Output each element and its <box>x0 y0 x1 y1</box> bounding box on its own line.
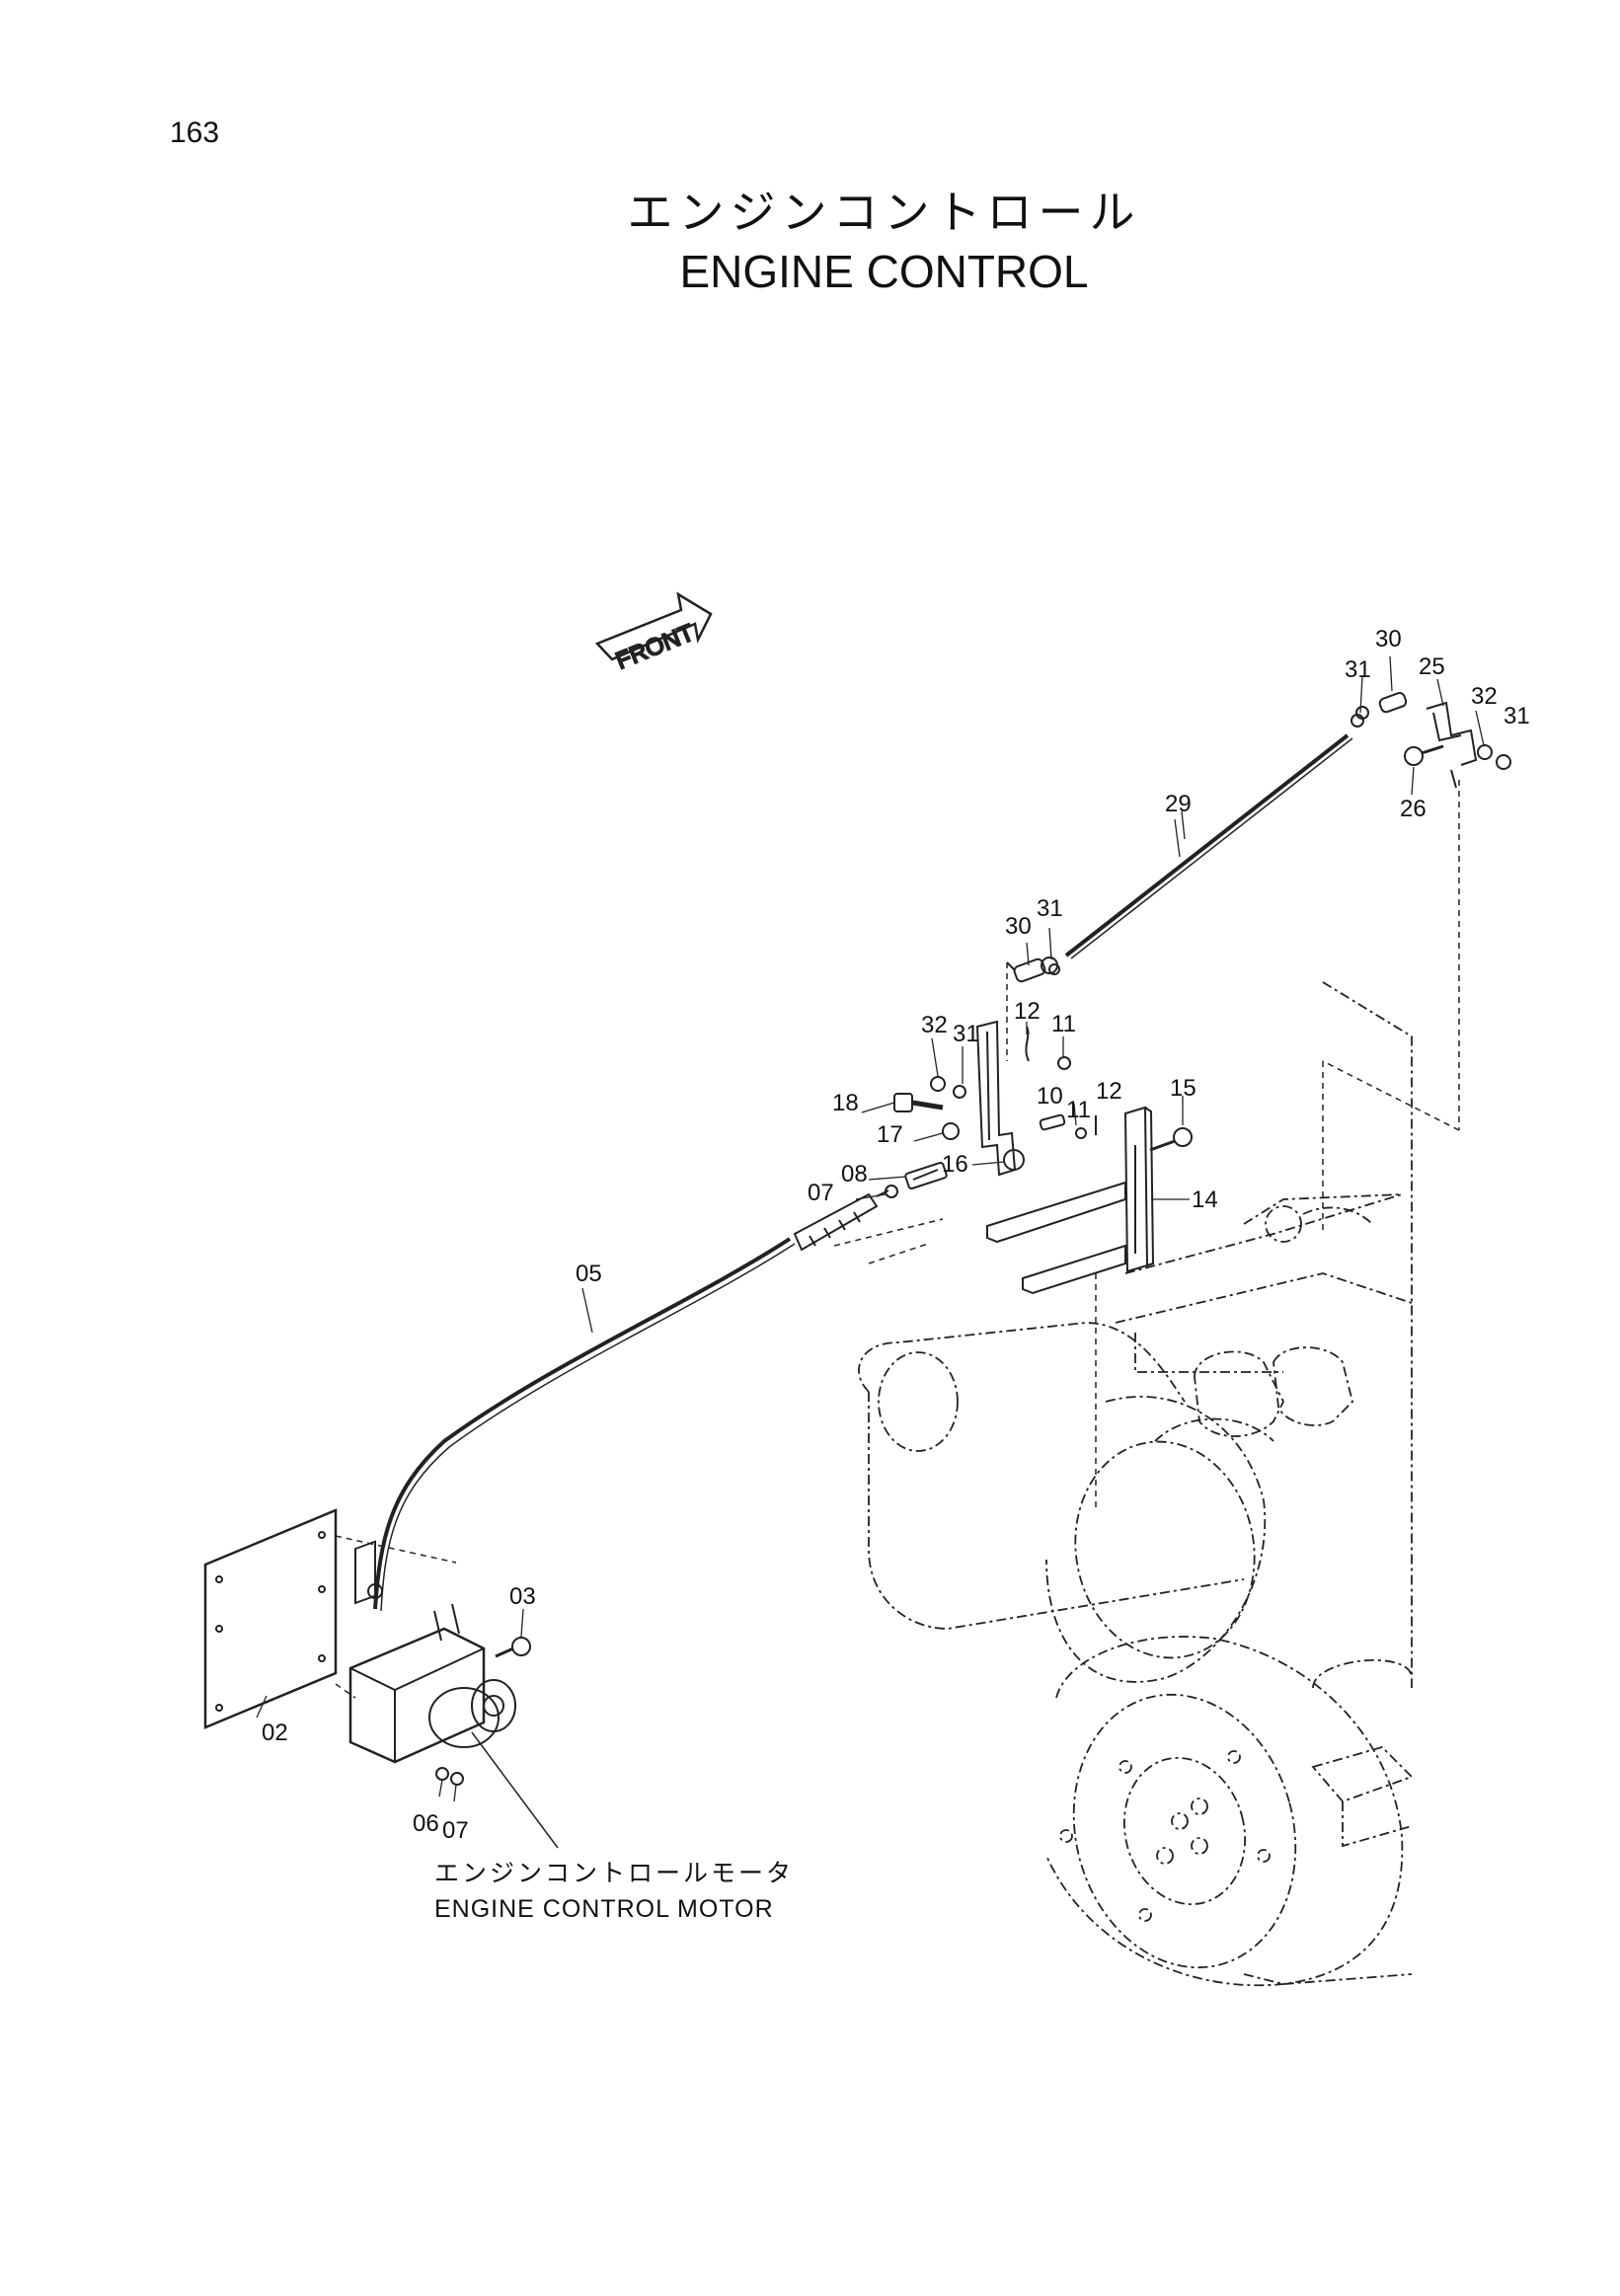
bolt-03 <box>495 1637 531 1658</box>
callout-31-lever: 31 <box>953 1021 979 1047</box>
bracket-25 <box>1426 701 1478 789</box>
callout-25: 25 <box>1419 653 1445 680</box>
callout-12-top: 12 <box>1014 998 1041 1025</box>
callout-17: 17 <box>877 1121 903 1148</box>
callout-26: 26 <box>1400 796 1427 822</box>
page-title: エンジンコントロール ENGINE CONTROL <box>0 183 1620 301</box>
washer-11a <box>1057 1056 1071 1070</box>
page-number: 163 <box>170 116 220 149</box>
front-arrow-icon: FRONT <box>594 591 713 676</box>
callout-16: 16 <box>942 1151 968 1178</box>
nut-31-mid <box>1048 963 1060 975</box>
motor-caption-japanese: エンジンコントロールモータ <box>434 1859 795 1887</box>
callout-30-mid: 30 <box>1005 913 1032 940</box>
motor-caption-english: ENGINE CONTROL MOTOR <box>434 1895 774 1923</box>
nut-31-lever <box>953 1085 966 1099</box>
callout-30-top: 30 <box>1375 626 1402 652</box>
ball-joint-30-upper <box>1355 692 1408 720</box>
callout-07-top: 07 <box>808 1180 834 1206</box>
cotter-pin-12a <box>1025 1026 1030 1062</box>
callout-labels: 30 31 25 32 31 26 29 30 31 32 31 12 11 1… <box>262 626 1530 1844</box>
control-rod-29 <box>1064 733 1353 959</box>
callout-31-mid: 31 <box>1037 895 1063 922</box>
callout-06: 06 <box>413 1810 439 1837</box>
bolt-26 <box>1404 744 1444 766</box>
title-english: ENGINE CONTROL <box>679 246 1089 297</box>
nut-31-top-right <box>1496 754 1511 770</box>
callout-18: 18 <box>832 1090 859 1116</box>
callout-32-top: 32 <box>1471 683 1498 710</box>
callout-15: 15 <box>1170 1075 1196 1102</box>
bracket-14 <box>986 1106 1155 1295</box>
nut-07-bottom <box>450 1772 464 1786</box>
title-japanese: エンジンコントロール <box>627 186 1141 239</box>
callout-11-top: 11 <box>1051 1011 1076 1037</box>
pin-10 <box>1039 1113 1066 1131</box>
collar-16 <box>1003 1149 1025 1171</box>
callout-11-bottom: 11 <box>1066 1097 1091 1123</box>
washer-06 <box>435 1767 449 1781</box>
callout-02: 02 <box>262 1720 288 1746</box>
engine-control-motor <box>348 1540 516 1764</box>
callout-03: 03 <box>509 1583 536 1610</box>
plate-02 <box>203 1508 338 1729</box>
callout-32-mid: 32 <box>921 1012 948 1038</box>
washer-11b <box>1075 1127 1087 1139</box>
bushing-17 <box>942 1122 960 1140</box>
control-cable-05 <box>373 1189 889 1612</box>
bolt-18 <box>893 1093 944 1112</box>
callout-08: 08 <box>841 1161 868 1187</box>
callout-07-bottom: 07 <box>442 1817 469 1844</box>
motor-leader-line <box>471 1731 559 1849</box>
callout-14: 14 <box>1192 1186 1218 1213</box>
callout-10: 10 <box>1037 1083 1063 1110</box>
nut-32-top <box>1477 744 1493 760</box>
callout-31-top-right: 31 <box>1504 703 1530 729</box>
callout-05: 05 <box>576 1261 602 1287</box>
adjuster-08 <box>904 1161 948 1190</box>
leader-lines <box>335 780 1460 1699</box>
motor-caption: エンジンコントロールモータ ENGINE CONTROL MOTOR <box>434 1856 794 1927</box>
engine-outline <box>858 981 1414 1987</box>
nut-32-mid <box>930 1076 946 1092</box>
callout-31-top-left: 31 <box>1345 656 1371 683</box>
callout-12-bottom: 12 <box>1096 1078 1122 1105</box>
callout-29: 29 <box>1165 791 1192 817</box>
nut-31-top-left <box>1350 714 1364 727</box>
callout-ticks <box>256 655 1485 1802</box>
bolt-15 <box>1149 1127 1193 1152</box>
